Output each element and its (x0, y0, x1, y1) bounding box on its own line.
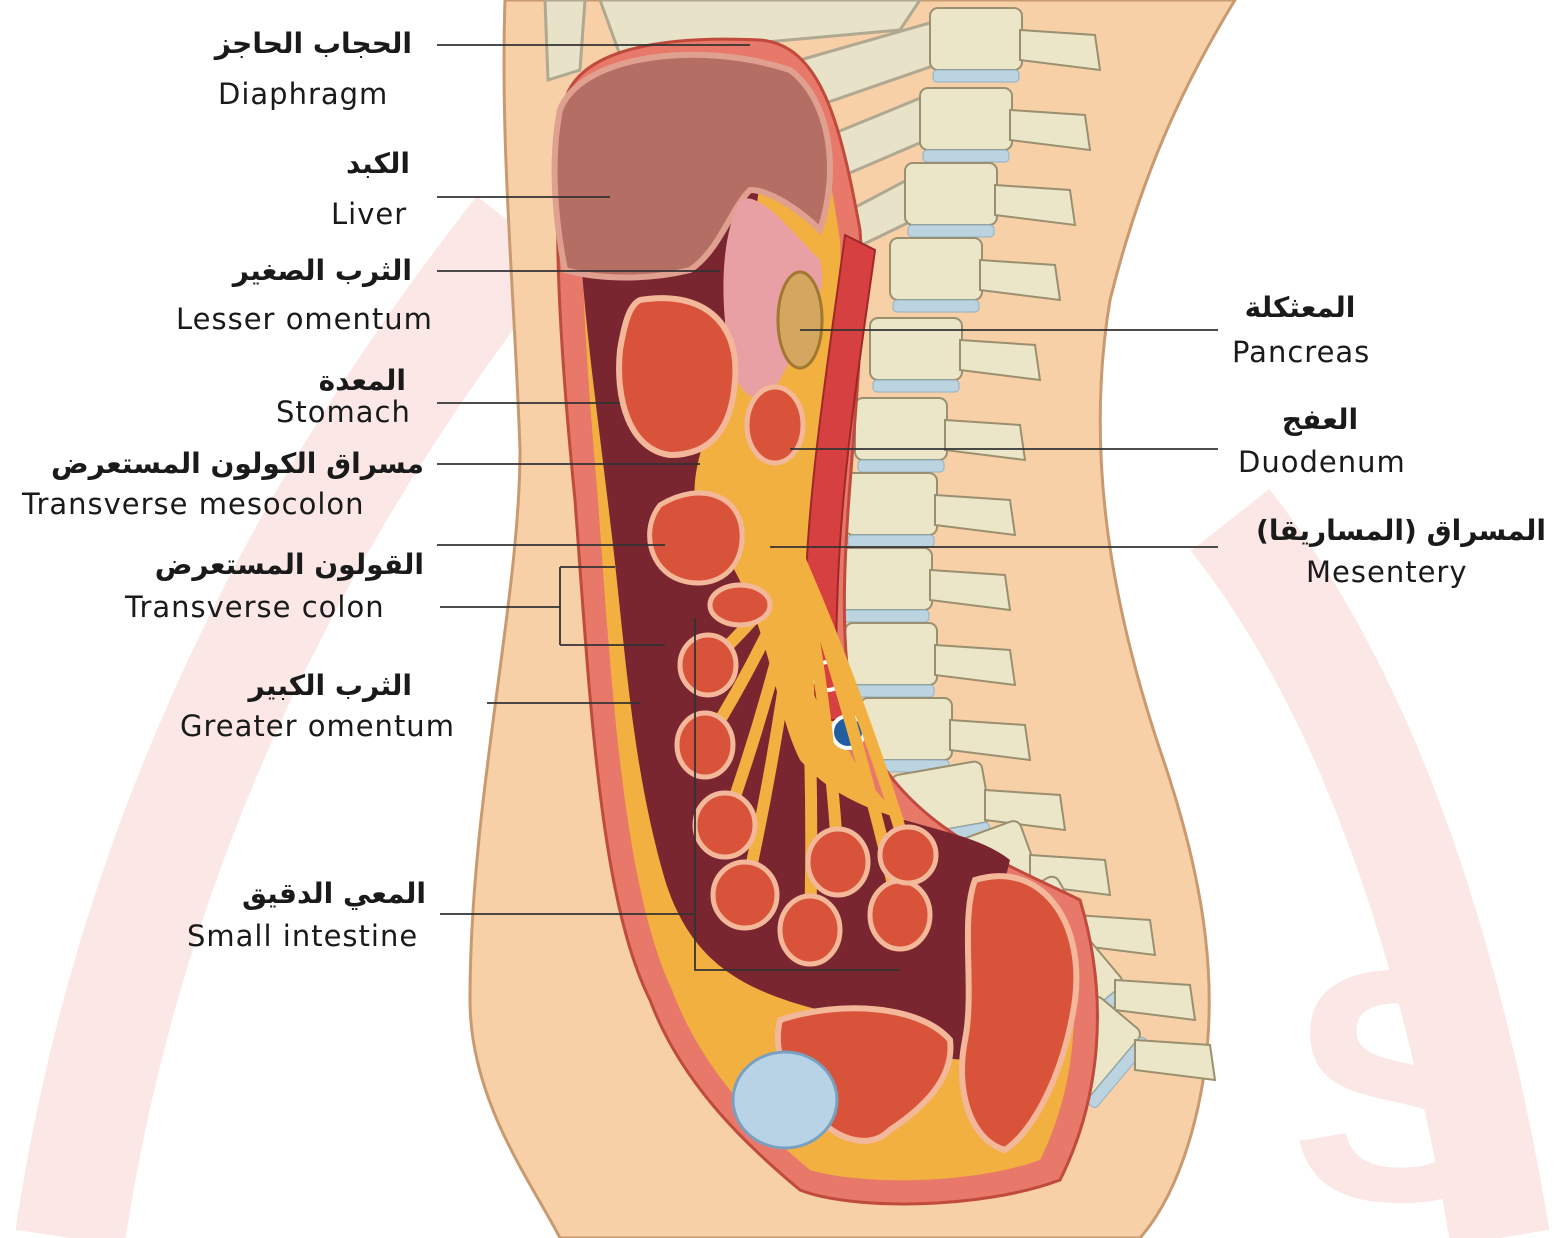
label-liver-ar: الكبد (250, 150, 410, 178)
label-small-intestine-ar: المعي الدقيق (150, 880, 426, 908)
intervertebral-disc (873, 380, 959, 392)
pubic-symphysis (733, 1052, 837, 1148)
label-transverse-colon-ar: القولون المستعرض (100, 551, 424, 579)
small-intestine-loop (780, 896, 840, 964)
vertebra (840, 548, 932, 610)
label-greater-omentum-en: Greater omentum (180, 712, 455, 741)
intervertebral-disc (893, 300, 979, 312)
vertebra (845, 623, 937, 685)
vertebra (920, 88, 1012, 150)
label-duodenum-ar: العفج (1240, 406, 1400, 434)
small-intestine-loop (710, 585, 770, 625)
vertebra (930, 8, 1022, 70)
label-stomach-ar: المعدة (240, 367, 406, 395)
label-small-intestine-en: Small intestine (187, 922, 418, 951)
small-intestine-loop (677, 713, 733, 777)
stomach (619, 298, 735, 455)
label-transverse-mesocolon-ar: مسراق الكولون المستعرض (4, 450, 424, 478)
rib (545, 0, 585, 80)
transverse-colon (650, 493, 743, 583)
vertebra (905, 163, 997, 225)
label-lesser-omentum-ar: الثرب الصغير (150, 257, 412, 285)
small-intestine-loop (713, 862, 777, 928)
intervertebral-disc (908, 225, 994, 237)
vertebra (855, 398, 947, 460)
label-lesser-omentum-en: Lesser omentum (176, 305, 433, 334)
label-duodenum-en: Duodenum (1238, 448, 1406, 477)
small-intestine-loop (808, 829, 868, 895)
label-pancreas-en: Pancreas (1232, 338, 1370, 367)
label-mesentery-ar: المسراق (المساريقا) (1230, 517, 1546, 545)
intervertebral-disc (848, 535, 934, 547)
vertebra (890, 238, 982, 300)
small-intestine-loop (870, 881, 930, 949)
small-intestine-loop (880, 827, 936, 883)
pancreas (778, 272, 822, 368)
intervertebral-disc (923, 150, 1009, 162)
label-diaphragm-ar: الحجاب الحاجز (150, 30, 412, 58)
small-intestine-loop (695, 793, 755, 857)
intervertebral-disc (848, 685, 934, 697)
intervertebral-disc (933, 70, 1019, 82)
label-liver-en: Liver (331, 200, 407, 229)
label-stomach-en: Stomach (276, 398, 411, 427)
label-transverse-mesocolon-en: Transverse mesocolon (22, 490, 365, 519)
label-greater-omentum-ar: الثرب الكبير (200, 672, 412, 700)
label-pancreas-ar: المعثكلة (1200, 294, 1400, 322)
label-mesentery-en: Mesentery (1306, 558, 1468, 587)
duodenum (747, 387, 803, 463)
small-intestine-loop (680, 635, 736, 695)
label-diaphragm-en: Diaphragm (218, 80, 388, 109)
vertebra (870, 318, 962, 380)
intervertebral-disc (858, 460, 944, 472)
label-transverse-colon-en: Transverse colon (125, 593, 385, 622)
watermark-letter: S (1290, 901, 1510, 1238)
intervertebral-disc (843, 610, 929, 622)
vertebra (845, 473, 937, 535)
